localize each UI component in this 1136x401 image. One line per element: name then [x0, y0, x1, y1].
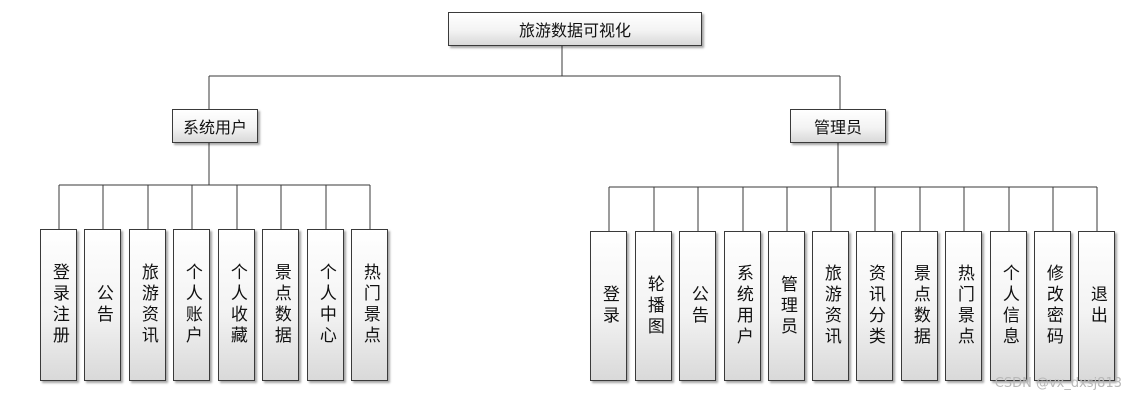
- leaf-label: 退出: [1086, 285, 1107, 327]
- root-node: 旅游数据可视化: [448, 12, 702, 46]
- leaf-node: 个人账户: [173, 229, 210, 381]
- watermark-text: CSDN @vx_dxsj813: [994, 376, 1122, 391]
- leaf-node: 公告: [84, 229, 121, 381]
- leaf-label: 登录注册: [48, 263, 69, 347]
- leaf-node: 资讯分类: [856, 231, 893, 381]
- leaf-label: 公告: [92, 284, 113, 326]
- leaf-node: 公告: [679, 231, 716, 381]
- group-node-system-user: 系统用户: [172, 109, 258, 143]
- leaf-node: 轮播图: [635, 231, 672, 381]
- leaf-label: 修改密码: [1042, 264, 1063, 348]
- leaf-node: 景点数据: [901, 231, 938, 381]
- leaf-node: 退出: [1078, 231, 1115, 381]
- leaf-node: 旅游资讯: [812, 231, 849, 381]
- group-label: 管理员: [813, 118, 862, 137]
- leaf-label: 个人中心: [315, 263, 336, 347]
- leaf-label: 个人信息: [998, 264, 1019, 348]
- leaf-label: 轮播图: [643, 274, 664, 338]
- leaf-label: 资讯分类: [864, 264, 885, 348]
- leaf-label: 热门景点: [359, 263, 380, 347]
- leaf-label: 旅游资讯: [137, 263, 158, 347]
- leaf-label: 公告: [687, 285, 708, 327]
- leaf-node: 登录: [590, 231, 627, 381]
- leaf-label: 景点数据: [909, 264, 930, 348]
- leaf-label: 管理员: [776, 274, 797, 338]
- leaf-node: 旅游资讯: [129, 229, 166, 381]
- leaf-label: 个人收藏: [226, 263, 247, 347]
- leaf-node: 景点数据: [262, 229, 299, 381]
- leaf-node: 个人信息: [990, 231, 1027, 381]
- leaf-label: 热门景点: [953, 264, 974, 348]
- leaf-label: 个人账户: [181, 263, 202, 347]
- leaf-label: 系统用户: [732, 264, 753, 348]
- group-node-admin: 管理员: [790, 109, 886, 143]
- leaf-label: 登录: [598, 285, 619, 327]
- leaf-label: 景点数据: [270, 263, 291, 347]
- leaf-node: 登录注册: [40, 229, 77, 381]
- leaf-node: 热门景点: [945, 231, 982, 381]
- group-label: 系统用户: [182, 118, 247, 137]
- leaf-node: 热门景点: [351, 229, 388, 381]
- leaf-node: 管理员: [768, 231, 805, 381]
- leaf-node: 个人中心: [307, 229, 344, 381]
- leaf-label: 旅游资讯: [820, 264, 841, 348]
- leaf-node: 个人收藏: [218, 229, 255, 381]
- leaf-node: 系统用户: [724, 231, 761, 381]
- root-label: 旅游数据可视化: [518, 21, 631, 40]
- leaf-node: 修改密码: [1034, 231, 1071, 381]
